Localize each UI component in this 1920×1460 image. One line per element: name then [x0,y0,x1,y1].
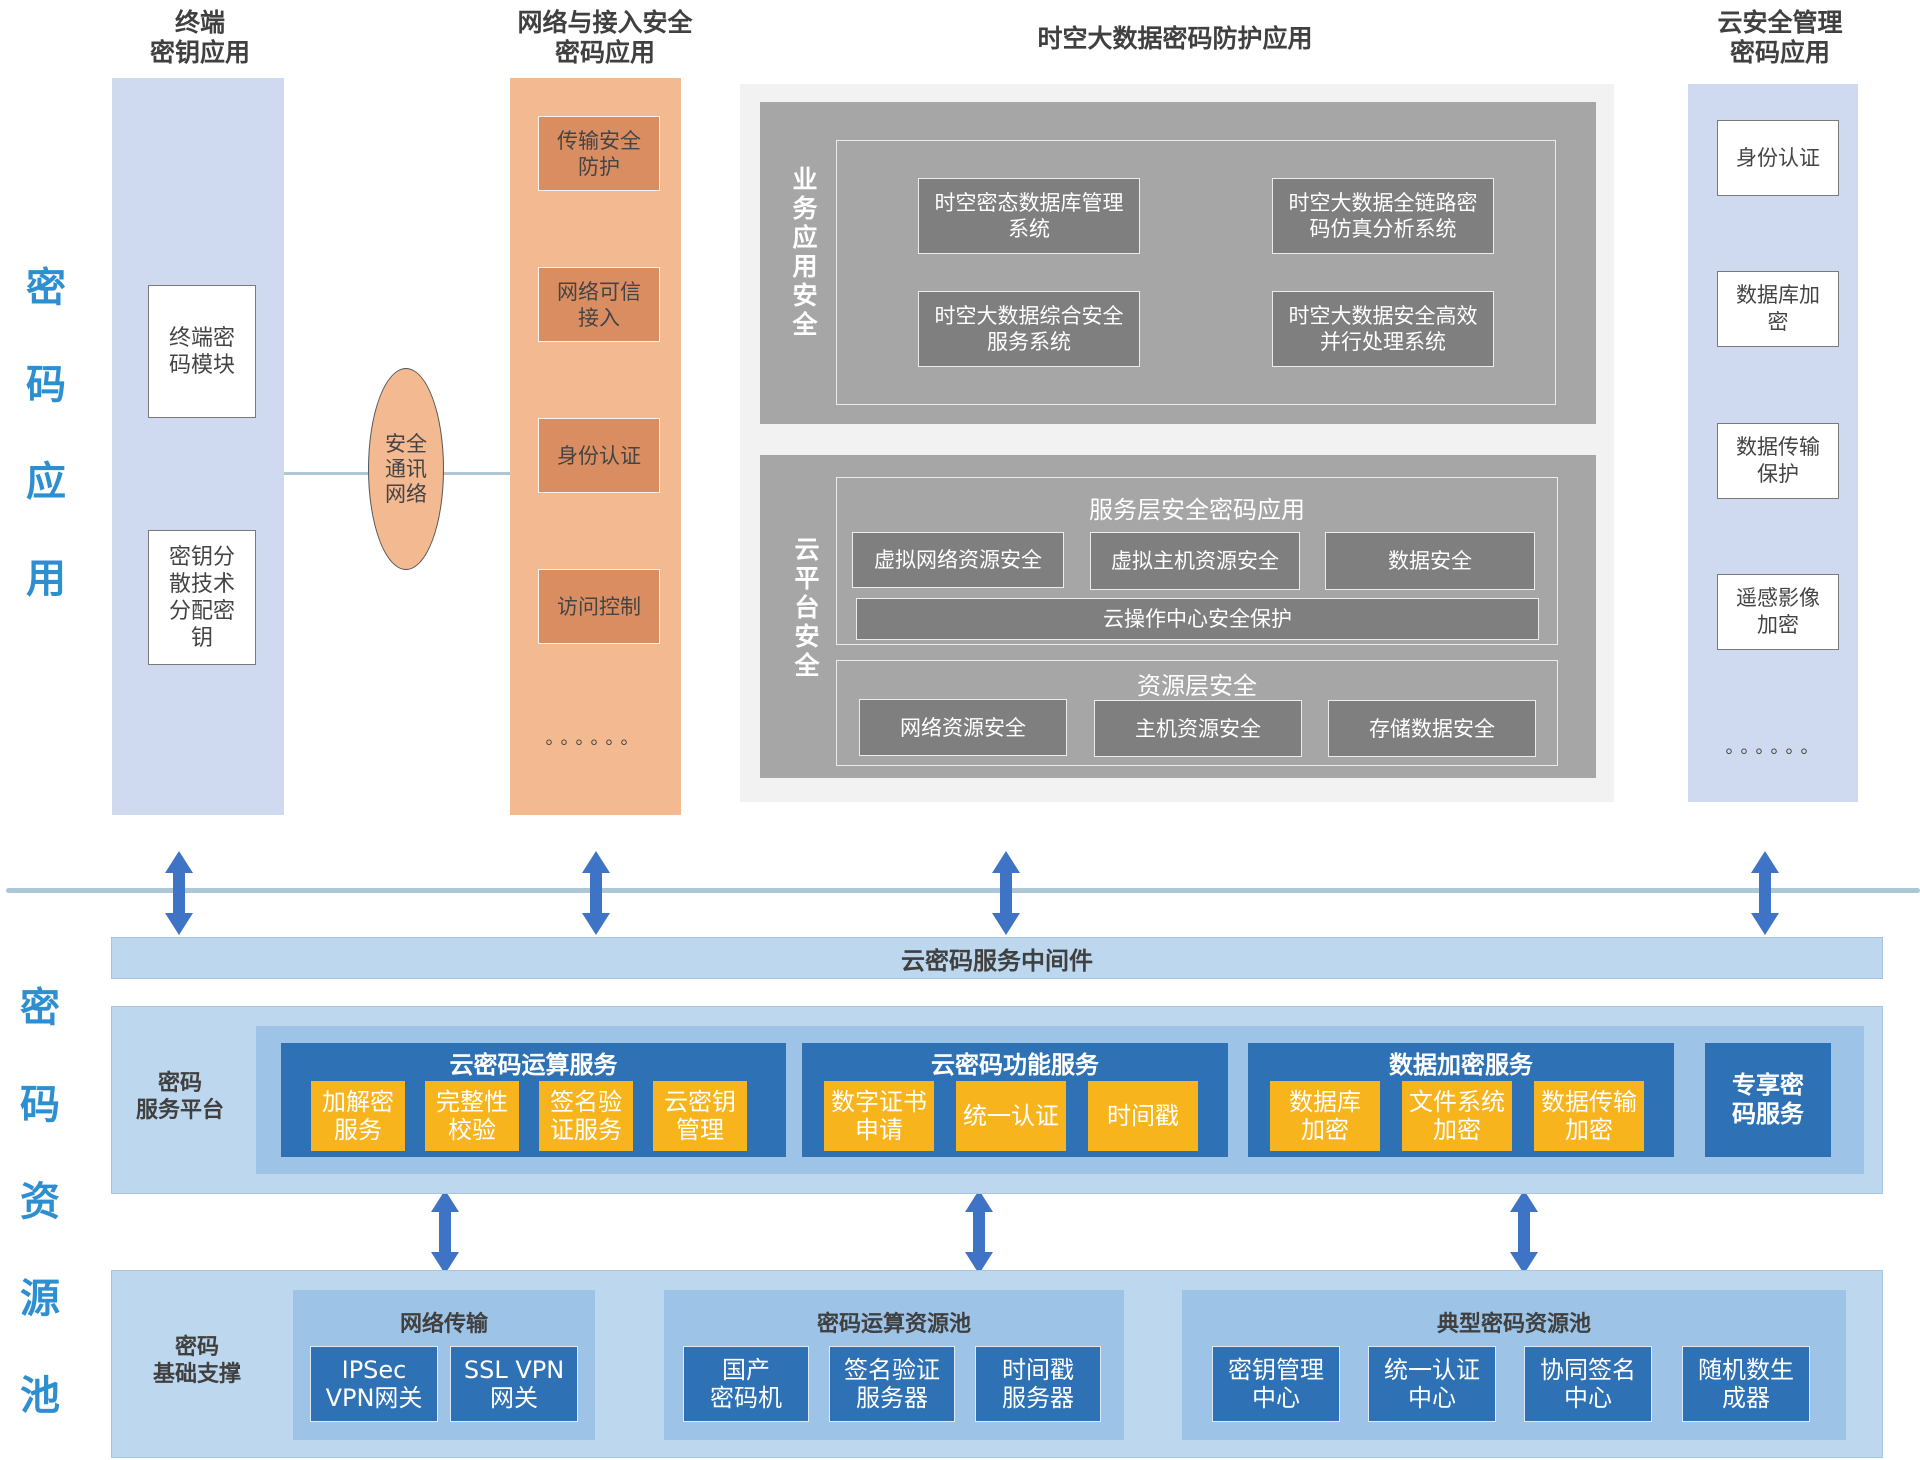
system-parallel-processing: 时空大数据安全高效 并行处理系统 [1272,291,1494,367]
ssl-vpn-gateway: SSL VPN 网关 [450,1346,578,1422]
group-title: 密码运算资源池 [816,1312,971,1337]
vchar: 务 [792,194,818,223]
side-char: 池 [20,1373,60,1419]
mgmt-data-transmission: 数据传输 保护 [1717,423,1839,499]
side-char: 码 [26,362,66,408]
arrow-up-down [965,1190,993,1274]
data-transmission-encryption: 数据传输 加密 [1534,1081,1644,1151]
system-integrated-security: 时空大数据综合安全 服务系统 [918,291,1140,367]
data-security: 数据安全 [1325,532,1535,590]
base-support-label: 密码 基础支撑 [152,1335,241,1387]
mgmt-identity-auth: 身份认证 [1717,120,1839,196]
filesystem-encryption: 文件系统 加密 [1402,1081,1512,1151]
group-title: 云密码运算服务 [449,1050,618,1079]
collaborative-signature-center: 协同签名 中心 [1524,1346,1652,1422]
transport-security-box: 传输安全 防护 [538,116,660,191]
secure-comm-network-label: 安全 通讯 网络 [385,431,427,506]
mgmt-db-encryption: 数据库加 密 [1717,271,1839,347]
side-char: 源 [20,1276,60,1322]
side-label-crypto-application: 密 码 应 用 [16,255,76,643]
timestamp-server: 时间戳 服务器 [975,1346,1101,1422]
virtual-network-security: 虚拟网络资源安全 [852,532,1064,588]
side-char: 应 [26,459,66,505]
signature-verify-service: 签名验 证服务 [539,1081,633,1151]
cloud-ops-center-protection: 云操作中心安全保护 [856,598,1539,640]
arrow-up-down [1510,1190,1538,1274]
vchar: 安 [794,622,820,651]
more-ellipsis: 。。。。。。 [545,728,645,749]
signature-verify-server: 签名验证 服务器 [829,1346,955,1422]
trusted-access-box: 网络可信 接入 [538,267,660,342]
vchar: 全 [792,310,818,339]
vchar: 应 [792,223,818,252]
timestamp: 时间戳 [1088,1081,1198,1151]
col3-title: 时空大数据密码防护应用 [1037,24,1313,53]
exclusive-crypto-service: 专享密 码服务 [1705,1043,1831,1157]
col2-title: 网络与接入安全 密码应用 [517,8,693,67]
group-title: 典型密码资源池 [1436,1312,1591,1337]
ipsec-vpn-gateway: IPSec VPN网关 [310,1346,438,1422]
unified-auth-center: 统一认证 中心 [1368,1346,1496,1422]
identity-auth-box: 身份认证 [538,418,660,493]
vchar: 全 [794,651,820,680]
resource-layer-area [836,660,1558,766]
side-char: 码 [20,1082,60,1128]
key-distribution: 密钥分 散技术 分配密 钥 [148,530,256,665]
resource-layer-title: 资源层安全 [1137,671,1257,700]
vchar: 安 [792,281,818,310]
service-platform-label: 密码 服务平台 [135,1071,224,1123]
service-layer-title: 服务层安全密码应用 [1089,495,1305,524]
system-encrypted-db: 时空密态数据库管理 系统 [918,178,1140,254]
cloud-security-label: 云 平 台 安 全 [787,535,827,680]
group-title: 数据加密服务 [1389,1050,1533,1079]
arrow-up-down [1751,851,1779,935]
vchar: 用 [792,252,818,281]
side-char: 资 [20,1179,60,1225]
network-resource-security: 网络资源安全 [859,699,1067,756]
side-char: 用 [26,556,66,602]
col4-title: 云安全管理 密码应用 [1717,8,1843,67]
database-encryption: 数据库 加密 [1270,1081,1380,1151]
system-full-link-simulation: 时空大数据全链路密 码仿真分析系统 [1272,178,1494,254]
group-title: 云密码功能服务 [931,1050,1099,1079]
key-management-center: 密钥管理 中心 [1212,1346,1340,1422]
arrow-up-down [992,851,1020,935]
exclusive-label: 专享密 码服务 [1732,1071,1804,1128]
host-resource-security: 主机资源安全 [1094,700,1302,757]
vchar: 业 [792,165,818,194]
virtual-host-security: 虚拟主机资源安全 [1090,532,1300,590]
arrow-up-down [582,851,610,935]
crypto-middleware-bar: 云密码服务中间件 [111,937,1883,979]
vchar: 台 [794,593,820,622]
unified-authentication: 统一认证 [956,1081,1066,1151]
divider-line [6,888,1920,893]
access-control-box: 访问控制 [538,569,660,644]
cloud-key-management: 云密钥 管理 [653,1081,747,1151]
vchar: 云 [794,535,820,564]
middleware-label: 云密码服务中间件 [901,946,1093,975]
business-security-label: 业 务 应 用 安 全 [785,165,825,339]
group-title: 网络传输 [399,1312,488,1337]
arrow-up-down [165,851,193,935]
side-char: 密 [20,985,60,1031]
secure-comm-network: 安全 通讯 网络 [368,368,444,570]
col1-title: 终端 密钥应用 [149,8,250,67]
domestic-crypto-machine: 国产 密码机 [683,1346,809,1422]
side-label-crypto-resource-pool: 密 码 资 源 池 [10,975,70,1460]
arrow-up-down [431,1190,459,1274]
mgmt-rs-image-encryption: 遥感影像 加密 [1717,574,1839,650]
digital-cert-application: 数字证书 申请 [824,1081,934,1151]
service-layer-area [836,477,1558,645]
terminal-key-column [112,78,284,815]
integrity-check: 完整性 校验 [425,1081,519,1151]
storage-data-security: 存储数据安全 [1328,700,1536,757]
vchar: 平 [794,564,820,593]
random-number-generator: 随机数生 成器 [1682,1346,1810,1422]
encrypt-decrypt-service: 加解密 服务 [311,1081,405,1151]
terminal-crypto-module: 终端密 码模块 [148,285,256,418]
side-char: 密 [26,265,66,311]
more-ellipsis: 。。。。。。 [1725,737,1825,758]
